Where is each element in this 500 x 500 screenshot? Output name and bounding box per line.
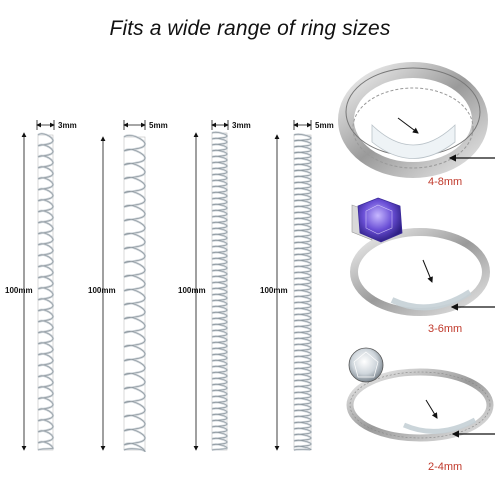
ring-range-label: 4-8mm <box>428 176 462 188</box>
width-label: 3mm <box>58 121 77 130</box>
diamond-icon <box>348 347 384 383</box>
length-label: 100mm <box>260 286 288 295</box>
coil-loops-outline <box>293 133 312 451</box>
pointer-arrow <box>397 117 419 134</box>
spiral-sizer-2: 100mm 5mm <box>88 120 168 453</box>
ring-range-label: 2-4mm <box>428 461 462 473</box>
length-label: 100mm <box>88 286 116 295</box>
ring-range-label: 3-6mm <box>428 323 462 335</box>
coil-loops-outline <box>123 135 146 453</box>
pointer-arrow <box>422 259 433 283</box>
coil-loops-outline <box>37 133 54 451</box>
page-title: Fits a wide range of ring sizes <box>109 17 391 40</box>
ring-band-illustration: 4-8mm <box>338 62 495 188</box>
gem-icon <box>357 197 403 243</box>
ring-purple-gem-illustration: 3-6mm <box>350 197 495 335</box>
spiral-sizer-4: 100mm 5mm <box>260 120 334 452</box>
length-label: 100mm <box>178 286 206 295</box>
ring-clear-gem-illustration: 2-4mm <box>346 347 495 473</box>
width-label: 5mm <box>315 121 334 130</box>
spiral-sizer-1: 100mm 3mm <box>5 120 77 452</box>
width-label: 3mm <box>232 121 251 130</box>
length-label: 100mm <box>5 286 33 295</box>
spiral-sizer-3: 100mm 3mm <box>178 120 251 452</box>
pointer-arrow <box>425 399 438 419</box>
width-label: 5mm <box>149 121 168 130</box>
coil-loops-outline <box>211 131 228 451</box>
